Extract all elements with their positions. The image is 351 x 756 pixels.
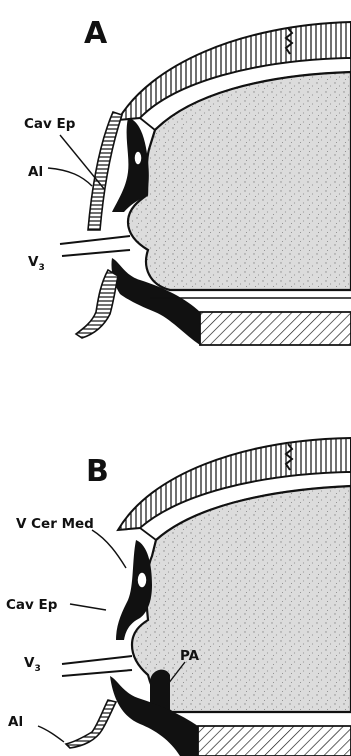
panel-a-al-structure (88, 112, 122, 230)
panel-b-leader-al (38, 726, 64, 742)
panel-a-label-al: Al (28, 164, 43, 180)
panel-b-base (198, 726, 351, 756)
panel-b: B V Cer Med Cav Ep V3 PA Al (6, 438, 351, 756)
panel-b-label-al: Al (8, 714, 23, 730)
panel-a-letter: A (84, 16, 108, 51)
panel-a: A Cav Ep Al V3 (24, 16, 351, 345)
panel-a-v3-tube (60, 236, 130, 256)
panel-b-leader-v-cer-med (92, 530, 126, 568)
panel-b-vein-lumen (137, 572, 147, 588)
panel-a-hook (76, 270, 118, 338)
panel-b-label-v-cer-med: V Cer Med (16, 516, 94, 532)
panel-b-al-structure (66, 700, 116, 748)
panel-a-vein-lumen (134, 151, 142, 165)
panel-a-leader-al (48, 168, 92, 186)
panel-a-base (200, 312, 351, 345)
panel-a-label-v3: V3 (28, 254, 45, 273)
panel-b-label-v3: V3 (24, 655, 41, 674)
panel-b-v3-tube (62, 656, 132, 676)
panel-b-leader-cav-ep (70, 604, 106, 610)
panel-b-label-pa: PA (180, 648, 200, 664)
panel-b-letter: B (86, 454, 109, 489)
panel-b-label-cav-ep: Cav Ep (6, 597, 58, 613)
panel-a-label-cav-ep: Cav Ep (24, 116, 76, 132)
